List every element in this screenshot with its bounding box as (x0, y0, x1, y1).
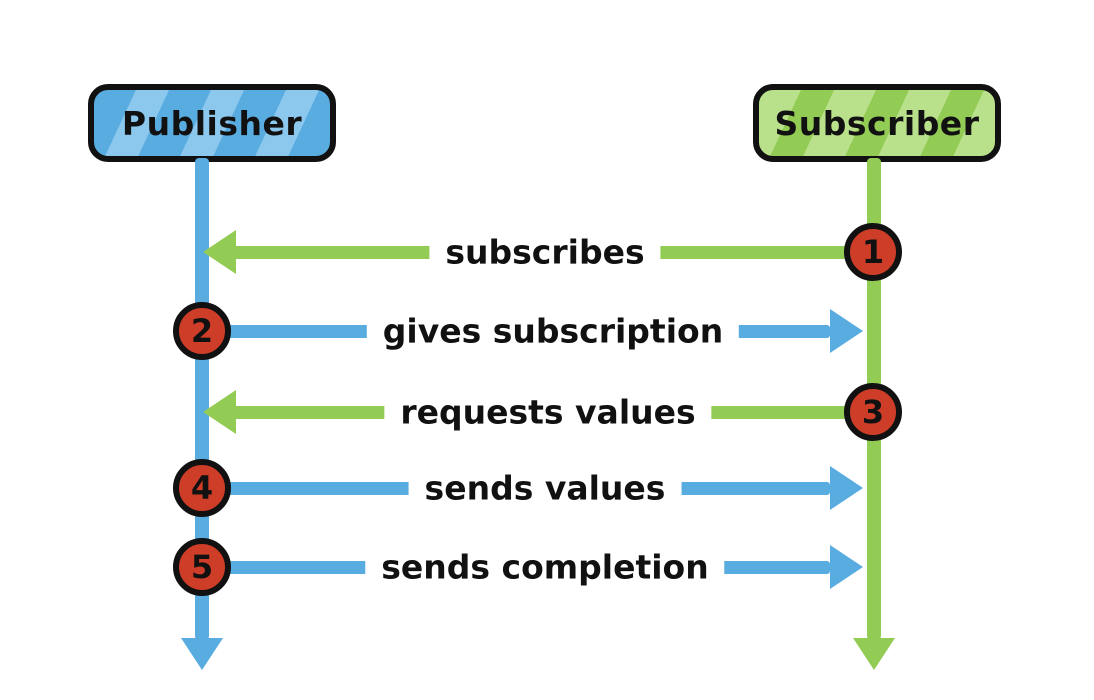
publisher-lifeline-arrow-icon (181, 638, 223, 670)
message-label-sends-completion: sends completion (365, 547, 725, 587)
message-label-gives-subscription: gives subscription (366, 311, 740, 351)
subscriber-box: Subscriber (753, 84, 1001, 162)
message-label-subscribes: subscribes (429, 232, 661, 272)
step-3-badge: 3 (844, 383, 902, 441)
step-2-badge: 2 (173, 302, 231, 360)
subscriber-label: Subscriber (774, 103, 980, 143)
message-label-requests-values: requests values (384, 392, 712, 432)
publisher-box: Publisher (88, 84, 336, 162)
arrowhead-right-icon (830, 309, 863, 353)
arrowhead-right-icon (830, 466, 863, 510)
publisher-label: Publisher (121, 103, 303, 143)
arrowhead-right-icon (830, 545, 863, 589)
message-label-sends-values: sends values (408, 468, 682, 508)
arrowhead-left-icon (203, 390, 236, 434)
publisher-lifeline (195, 158, 209, 640)
subscriber-lifeline-arrow-icon (853, 638, 895, 670)
step-4-badge: 4 (173, 459, 231, 517)
step-5-badge: 5 (173, 538, 231, 596)
arrowhead-left-icon (203, 230, 236, 274)
step-1-badge: 1 (844, 223, 902, 281)
